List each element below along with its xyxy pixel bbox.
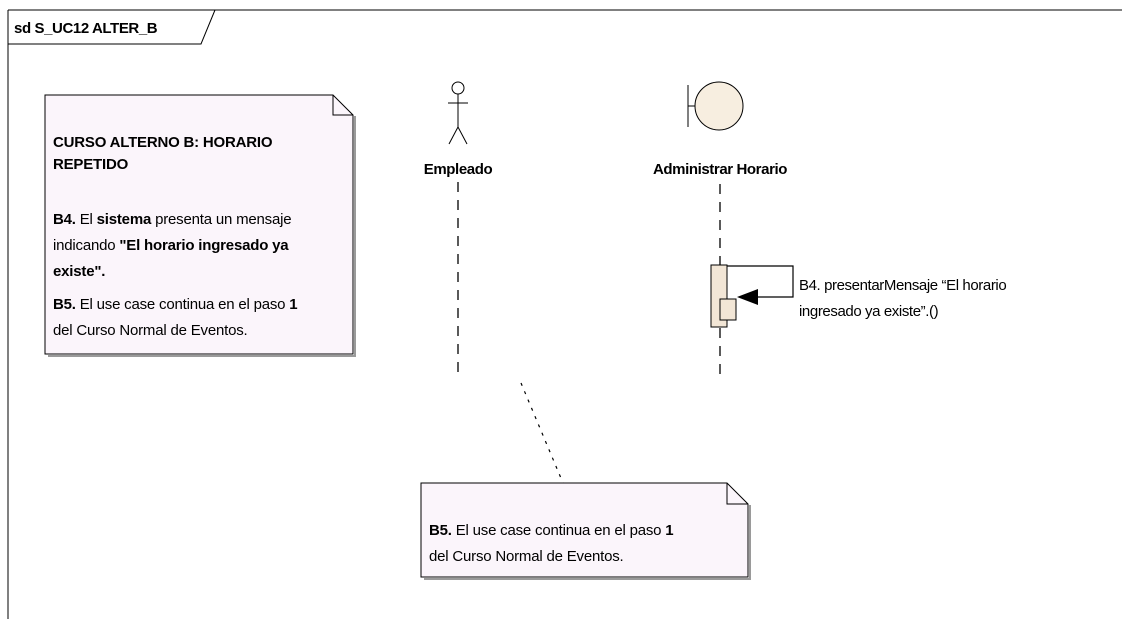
self-message-arrow[interactable] <box>727 265 794 305</box>
note-anchor-line <box>520 382 564 484</box>
boundary-icon[interactable] <box>687 81 744 131</box>
note-main-b4-quote2: existe". <box>53 263 105 280</box>
note-main-title-2: REPETIDO <box>53 156 129 173</box>
note-main-title-1: CURSO ALTERNO B: HORARIO <box>53 134 273 151</box>
note-main-b4-text2: presenta un mensaje <box>151 211 291 228</box>
diagram-frame: sd S_UC12 ALTER_B <box>7 9 1122 619</box>
note-main-text: CURSO ALTERNO B: HORARIO REPETIDO B4. El… <box>53 134 301 339</box>
activation-bar-nested <box>719 298 737 321</box>
note-main-b4-sistema: sistema <box>97 211 152 228</box>
frame-title: sd S_UC12 ALTER_B <box>14 20 158 37</box>
note-main-b4-line2: indicando <box>53 237 119 254</box>
note-main-b5-step: 1 <box>289 296 297 313</box>
note-main-b4-text1: El <box>76 211 97 228</box>
note-main-b4-tag: B4. <box>53 211 76 228</box>
note-bottom-b5-text: El use case continua en el paso <box>452 522 666 539</box>
message-label-line2: ingresado ya existe”.() <box>799 303 939 320</box>
boundary-name: Administrar Horario <box>653 161 787 178</box>
actor-name: Empleado <box>424 161 493 178</box>
stick-figure-actor-icon[interactable] <box>448 81 468 145</box>
note-main-b5-tag: B5. <box>53 296 76 313</box>
note-bottom[interactable] <box>420 482 751 580</box>
note-main[interactable] <box>44 94 356 357</box>
note-bottom-text: B5. El use case continua en el paso 1 de… <box>429 522 677 565</box>
note-main-b4-quote1: "El horario ingresado ya <box>119 237 289 254</box>
message-label-line1: B4. presentarMensaje “El horario <box>799 277 1006 294</box>
note-main-b5-text: El use case continua en el paso <box>76 296 290 313</box>
note-main-b5-line2: del Curso Normal de Eventos. <box>53 322 248 339</box>
note-bottom-b5-tag: B5. <box>429 522 452 539</box>
message-label: B4. presentarMensaje “El horario ingresa… <box>799 277 1010 320</box>
note-bottom-b5-step: 1 <box>665 522 673 539</box>
note-bottom-b5-line2: del Curso Normal de Eventos. <box>429 548 624 565</box>
